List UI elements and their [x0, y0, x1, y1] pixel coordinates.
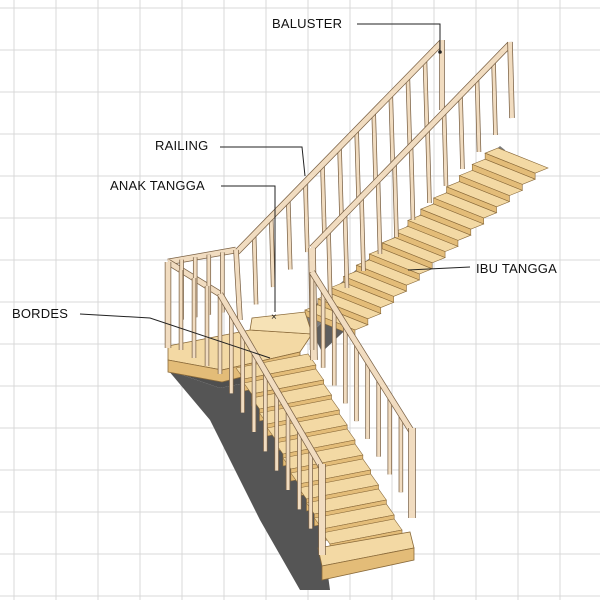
- baluster-upper-front: [475, 77, 481, 153]
- label-bordes: BORDES: [12, 306, 68, 321]
- baluster-upper-back: [372, 111, 378, 183]
- baluster-upper-front: [409, 145, 415, 221]
- handrail-upper-back: [235, 40, 444, 254]
- baluster-upper-front: [376, 179, 382, 255]
- baluster-upper-front: [426, 128, 431, 204]
- landing-back-strip: [249, 311, 313, 335]
- leader-anak-tangga: [221, 185, 276, 312]
- leader-baluster: [357, 23, 441, 52]
- baluster-upper-back: [286, 199, 292, 270]
- callout-leaders: ×: [79, 23, 471, 359]
- label-anak-tangga: ANAK TANGGA: [110, 178, 205, 193]
- handrail-upper-front: [310, 42, 512, 250]
- label-ibu-tangga: IBU TANGGA: [476, 261, 557, 276]
- landing-platform: [167, 311, 313, 383]
- baluster-upper-back: [252, 234, 258, 305]
- baluster-upper-back: [338, 146, 343, 218]
- baluster-upper-back: [320, 164, 326, 235]
- baluster-upper-back: [423, 59, 429, 130]
- baluster-upper-front: [459, 94, 464, 170]
- baluster-upper-front: [327, 230, 332, 306]
- handrail-lower-inner: [309, 270, 415, 434]
- upper-flight-treads: [304, 147, 549, 337]
- label-railing: RAILING: [155, 138, 208, 153]
- bottom-step-front: [321, 547, 415, 581]
- handrail-landing-back: [167, 247, 237, 265]
- leader-bordes: [79, 313, 271, 359]
- baluster-upper-front: [393, 162, 398, 238]
- handrail-lower-outer: [217, 292, 325, 470]
- baluster-upper-back: [406, 76, 412, 148]
- baluster-upper-front: [442, 111, 448, 187]
- baluster-upper-front: [492, 60, 497, 136]
- railing-system: [164, 39, 515, 555]
- leader-ibu-tangga: [407, 266, 471, 271]
- newel-landing-back: [234, 249, 242, 321]
- baluster-upper-back: [269, 216, 275, 288]
- newel-top-front: [508, 41, 514, 119]
- leader-railing: [220, 146, 306, 177]
- baluster-upper-back: [303, 181, 309, 253]
- leader-anak-tangga-mark: ×: [271, 312, 277, 323]
- baluster-upper-front: [343, 213, 349, 289]
- baluster-upper-back: [355, 129, 361, 200]
- leader-baluster-dot: [438, 50, 442, 54]
- label-baluster: BALUSTER: [272, 16, 342, 31]
- baluster-upper-front: [360, 196, 365, 272]
- baluster-upper-back: [389, 94, 395, 165]
